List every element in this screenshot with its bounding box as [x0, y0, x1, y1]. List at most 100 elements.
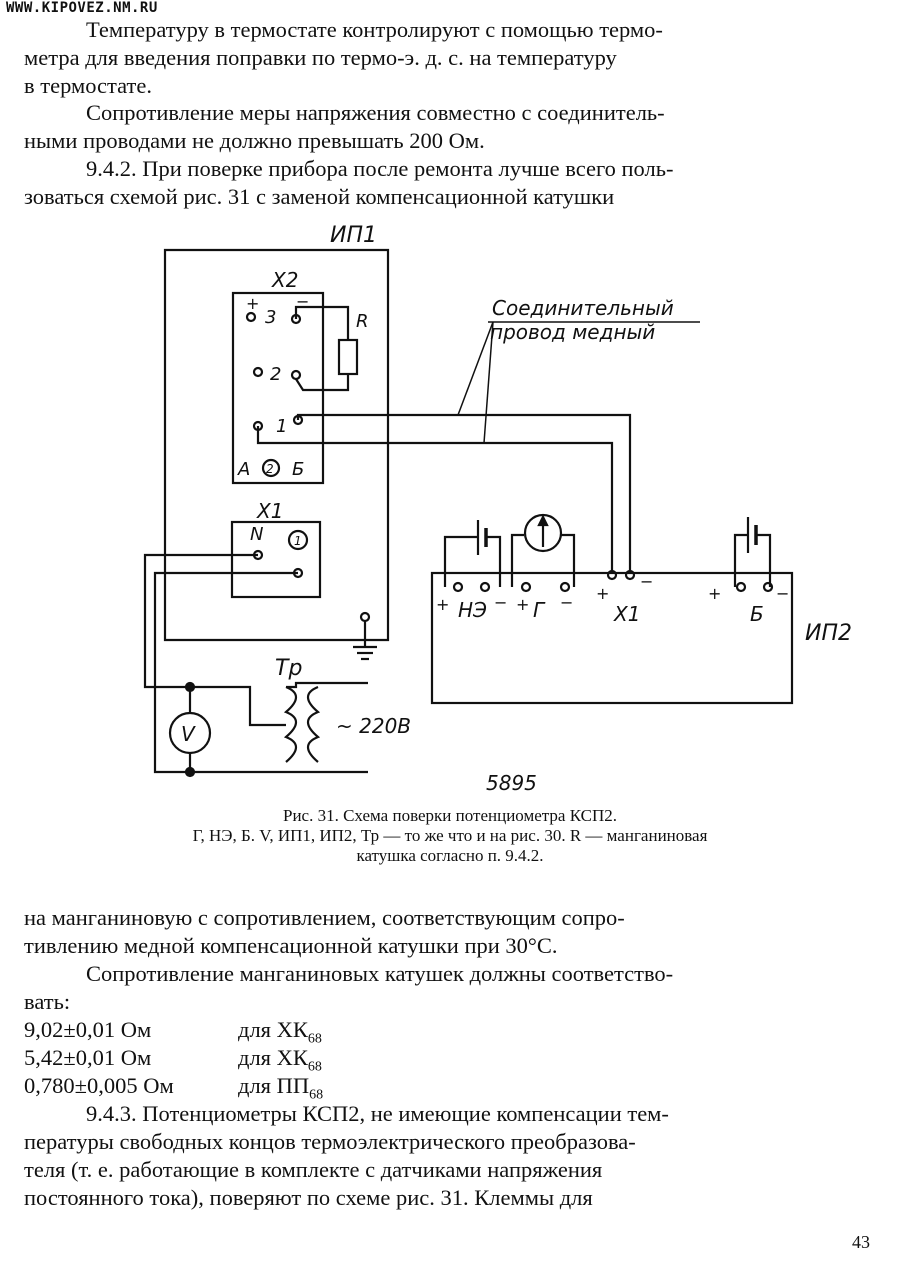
wire-x2-right-to-x1 [296, 413, 632, 570]
b-minus: − [776, 584, 789, 603]
paragraph-manganin: на манганиновую с сопротивлением, соотве… [24, 904, 876, 960]
text-line: теля (т. е. работающие в комплекте с дат… [24, 1157, 603, 1182]
resistor-wire [294, 305, 350, 340]
watermark: WWW.KIPOVEZ.NM.RU [6, 0, 158, 16]
x2-label-a: А [237, 459, 250, 480]
junction-dot-top [184, 681, 196, 693]
text-line: зоваться схемой рис. 31 с заменой компен… [24, 184, 615, 209]
resistor-r [337, 338, 359, 376]
value-text: 9,02±0,01 Ом [24, 1017, 152, 1042]
value-for: для ПП [238, 1073, 310, 1098]
g-label: Г [533, 598, 546, 622]
wire-note-leader-1 [457, 321, 494, 416]
wire-x2-left-to-x1 [256, 426, 614, 570]
ground-terminal [359, 611, 371, 623]
value-sub: 68 [307, 1059, 322, 1075]
text-line: на манганиновую с сопротивлением, соотве… [24, 905, 625, 930]
galv-wire-left [510, 533, 524, 587]
x1-marker-circle [287, 529, 309, 551]
page-number: 43 [852, 1232, 870, 1252]
value-text: 0,780±0,005 Ом [24, 1073, 174, 1098]
text-line: Сопротивление манганиновых катушек должн… [86, 961, 674, 986]
text-line: 9.4.2. При поверке прибора после ремонта… [86, 156, 674, 181]
caption-line: Г, НЭ, Б. V, ИП1, ИП2, Тр — то же что и … [192, 826, 708, 845]
ip2-x1-term-minus [624, 569, 636, 581]
ne-battery-wire [443, 535, 478, 587]
paragraph-thermostat: Температуру в термостате контролируют с … [24, 16, 876, 100]
text-line: тивлению медной компенсационной катушки … [24, 933, 558, 958]
x2-term-3-label: 3 [265, 307, 276, 328]
x2-minus: − [296, 292, 309, 311]
wire-note-line2: провод медный [490, 320, 655, 344]
ip2-x1-term-plus [606, 569, 618, 581]
text-line: в термостате. [24, 73, 152, 98]
value-sub: 68 [307, 1031, 322, 1047]
ip2-x1-label: Х1 [613, 602, 640, 626]
text-line: 9.4.3. Потенциометры КСП2, не имеющие ко… [86, 1101, 669, 1126]
ne-term-plus [452, 581, 464, 593]
x2-marker-circle [261, 458, 281, 478]
x2-term-1-label: 1 [276, 416, 287, 437]
label-ip2: ИП2 [805, 621, 852, 646]
transformer-coil [283, 685, 298, 763]
x2-terminal-box [231, 291, 325, 485]
ne-battery-wire-right [486, 535, 502, 587]
b-battery-wire-left [733, 533, 748, 587]
x2-plus: + [246, 294, 259, 313]
caption-line: катушка согласно п. 9.4.2. [356, 846, 544, 865]
x2-term-2-right [290, 369, 302, 381]
figure-caption: Рис. 31. Схема поверки потенциометра КСП… [20, 806, 880, 866]
paragraph-resistance: Сопротивление меры напряжения совместно … [24, 99, 876, 155]
label-x1: Х1 [256, 499, 283, 523]
b-term-plus [735, 581, 747, 593]
g-plus: + [516, 595, 529, 614]
circuit-diagram: ИП1 Х2 + − 3 2 1 А 2 Б R Соединительный … [143, 223, 852, 795]
value-for: для ХК [238, 1045, 308, 1070]
g-term-minus [559, 581, 571, 593]
paragraph-9-4-3: 9.4.3. Потенциометры КСП2, не имеющие ко… [24, 1100, 876, 1212]
voltmeter-v: V [181, 722, 196, 746]
wire-note-leader-2 [483, 321, 494, 444]
value-for: для ХК [238, 1017, 308, 1042]
wire-note-line1: Соединительный [492, 296, 674, 320]
ne-term-minus [479, 581, 491, 593]
figure-code: 5895 [486, 771, 537, 795]
b-battery-wire-right [756, 533, 772, 587]
x2-marker-number: 2 [266, 462, 274, 476]
ne-plus: + [436, 595, 449, 614]
value-row: 9,02±0,01 Ом для ХК68 [24, 1016, 322, 1054]
value-text: 5,42±0,01 Ом [24, 1045, 152, 1070]
b-label: Б [750, 602, 764, 626]
wire-x1-2 [153, 571, 368, 774]
x1-marker-number: 1 [294, 534, 302, 548]
text-line: вать: [24, 989, 71, 1014]
value-row: 0,780±0,005 Ом для ПП68 [24, 1072, 323, 1110]
g-minus: − [560, 593, 573, 612]
x2-label-b: Б [292, 459, 304, 480]
label-220v: ~ 220В [336, 714, 411, 738]
paragraph-9-4-2: 9.4.2. При поверке прибора после ремонта… [24, 155, 876, 211]
x2-term-2-label: 2 [270, 364, 281, 385]
ne-label: НЭ [458, 598, 487, 622]
galv-wire-right [561, 533, 576, 587]
text-line: метра для введения поправки по термо-э. … [24, 45, 617, 70]
text-line: ными проводами не должно превышать 200 О… [24, 128, 485, 153]
text-line: постоянного тока), поверяют по схеме рис… [24, 1185, 593, 1210]
x2-term-2-left [252, 366, 264, 378]
value-sub: 68 [309, 1087, 324, 1103]
wire-x1-n [143, 553, 286, 727]
ip2-x1-plus: + [596, 584, 609, 603]
x1-terminal-box [230, 520, 322, 599]
x1-n-label: N [250, 524, 263, 545]
transformer-wire-top [286, 681, 368, 689]
text-line: Сопротивление меры напряжения совместно … [86, 100, 665, 125]
text-line: Температуру в термостате контролируют с … [86, 17, 663, 42]
value-row: 5,42±0,01 Ом для ХК68 [24, 1044, 322, 1082]
ip2-frame [430, 571, 794, 705]
label-ip1: ИП1 [330, 223, 377, 248]
resistor-wire-bottom [295, 374, 350, 392]
caption-line: Рис. 31. Схема поверки потенциометра КСП… [282, 806, 617, 825]
g-term-plus [520, 581, 532, 593]
b-term-minus [762, 581, 774, 593]
ne-minus: − [494, 593, 507, 612]
